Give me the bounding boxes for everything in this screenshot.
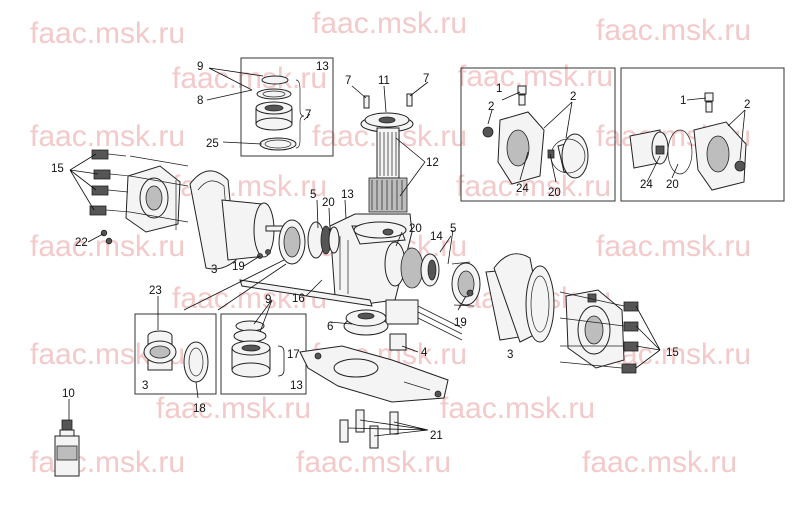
watermark: faac.msk.ru [596, 14, 751, 47]
watermark: faac.msk.ru [440, 392, 595, 425]
bypass-block [343, 299, 463, 351]
label-8: 8 [197, 95, 203, 107]
label-9-top: 9 [197, 61, 203, 73]
label-3-left: 3 [211, 264, 217, 276]
label-1-left: 1 [496, 83, 502, 95]
inset-box-piston [134, 313, 217, 395]
oil-bottle [54, 419, 80, 477]
label-4: 4 [421, 347, 428, 359]
watermark: faac.msk.ru [30, 17, 185, 50]
label-22: 22 [75, 237, 88, 249]
label-2-right: 2 [744, 99, 750, 111]
label-20-center: 20 [409, 223, 422, 235]
label-21: 21 [430, 430, 443, 442]
label-14: 14 [430, 231, 443, 243]
label-5-left: 5 [310, 189, 316, 201]
watermark: faac.msk.ru [30, 120, 185, 153]
label-13-center: 13 [341, 189, 354, 201]
bolts-right [559, 291, 639, 374]
label-2-left-b: 2 [570, 91, 576, 103]
label-3-inset: 3 [142, 380, 148, 392]
label-20-valve-left: 20 [548, 187, 561, 199]
label-1-right: 1 [680, 95, 686, 107]
base-plate [299, 345, 449, 449]
label-18: 18 [193, 403, 206, 415]
bolts-left [89, 149, 189, 230]
valve-assembly-left [482, 85, 589, 185]
label-15-right: 15 [666, 347, 679, 359]
label-6: 6 [327, 321, 333, 333]
right-cylinder-assembly [384, 241, 555, 343]
label-24-left: 24 [516, 183, 529, 195]
label-10: 10 [62, 388, 75, 400]
watermark: faac.msk.ru [156, 392, 311, 425]
label-13-top: 13 [316, 61, 329, 73]
label-16: 16 [292, 293, 305, 305]
label-24-right: 24 [640, 179, 653, 191]
label-12: 12 [426, 157, 439, 169]
label-3-right: 3 [507, 349, 513, 361]
watermark: faac.msk.ru [30, 446, 185, 479]
watermark: faac.msk.ru [296, 446, 451, 479]
seal-kit-lower [231, 320, 271, 378]
label-19-left: 19 [232, 261, 245, 273]
label-9-bottom: 9 [265, 294, 271, 306]
top-seal-kit [255, 75, 305, 151]
label-2-left-a: 2 [488, 101, 494, 113]
label-20-left: 20 [322, 197, 335, 209]
label-5-right: 5 [450, 223, 456, 235]
label-7-right: 7 [423, 73, 429, 85]
watermark: faac.msk.ru [596, 230, 751, 263]
label-17: 17 [287, 349, 300, 361]
watermark: faac.msk.ru [312, 7, 467, 40]
label-7-left: 7 [345, 75, 351, 87]
label-19-right: 19 [454, 317, 467, 329]
right-end-cap [559, 289, 639, 374]
rack-shaft [360, 93, 414, 213]
label-13-bottom: 13 [290, 380, 303, 392]
label-15-left: 15 [51, 163, 64, 175]
left-cylinder-assembly [189, 170, 373, 307]
watermark: faac.msk.ru [172, 62, 327, 95]
watermark: faac.msk.ru [458, 60, 613, 93]
label-23: 23 [149, 285, 162, 297]
valve-assembly-right [629, 92, 747, 191]
inset-box-valve-left [460, 67, 616, 202]
label-20-valve-right: 20 [666, 179, 679, 191]
label-11: 11 [378, 75, 390, 87]
label-25: 25 [206, 138, 219, 150]
part-labels: 9 8 13 7 25 7 11 7 12 15 22 5 20 13 20 5… [51, 61, 750, 442]
inset-box-valve-right [620, 67, 785, 202]
watermark: faac.msk.ru [30, 230, 185, 263]
piston-kit [143, 330, 209, 383]
leader-lines [68, 67, 746, 437]
label-7-inset: 7 [305, 109, 311, 121]
watermark: faac.msk.ru [582, 446, 737, 479]
inset-box-top-seal [240, 57, 334, 157]
